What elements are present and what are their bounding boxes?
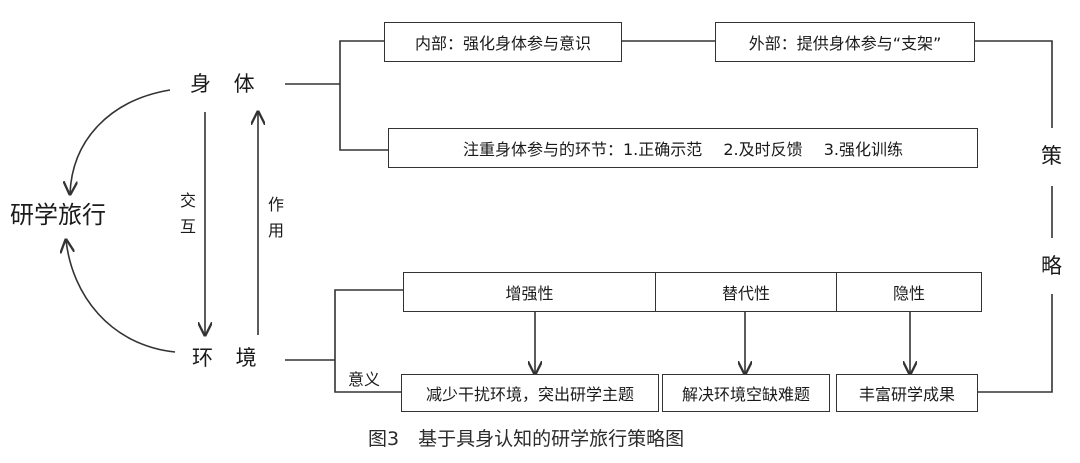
property-implicit: 隐性 [836, 272, 982, 312]
outcome-enrich-results: 丰富研学成果 [836, 374, 978, 412]
action-label: 作用 [267, 195, 284, 240]
internal-box: 内部：强化身体参与意识 [384, 22, 622, 62]
env-bracket [334, 289, 403, 393]
environment-node: 环 境 [192, 346, 257, 370]
strategy-char-1: 策 [1041, 144, 1062, 168]
center-node: 研学旅行 [10, 201, 106, 229]
outcome-solve-gap: 解决环境空缺难题 [662, 374, 830, 412]
env-to-center-curve [66, 240, 176, 353]
strategy-line [975, 40, 1053, 128]
links-box: 注重身体参与的环节：1.正确示范 2.及时反馈 3.强化训练 [388, 128, 978, 168]
property-enhancing: 增强性 [403, 272, 656, 312]
outcome-reduce-interference: 减少干扰环境，突出研学主题 [401, 374, 659, 412]
strategy-char-2: 略 [1041, 254, 1062, 278]
figure-caption: 图3 基于具身认知的研学旅行策略图 [368, 428, 685, 450]
meaning-label: 意义 [348, 370, 381, 389]
body-node: 身 体 [190, 72, 255, 96]
interaction-label: 交互 [179, 191, 196, 236]
strategy-line-bottom [978, 294, 1053, 393]
body-to-center-curve [70, 89, 171, 194]
external-box: 外部：提供身体参与“支架” [715, 22, 975, 62]
body-bracket [339, 40, 388, 151]
property-substitutive: 替代性 [655, 272, 837, 312]
